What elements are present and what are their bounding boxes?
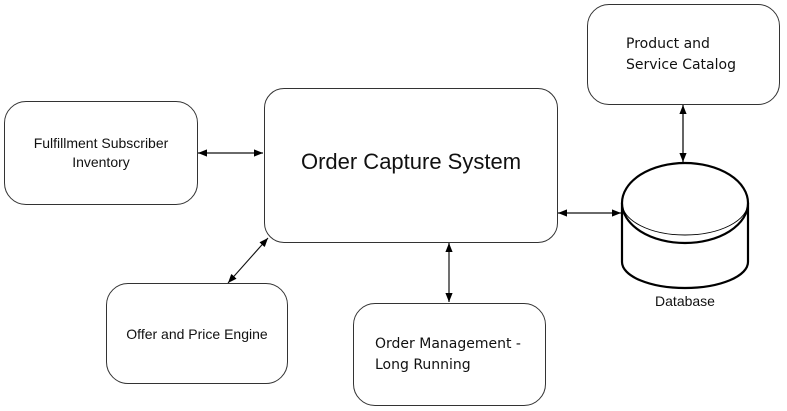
node-label: Offer and Price Engine	[126, 325, 268, 342]
node-label: Order Management - Long Running	[375, 336, 521, 373]
edge-offer-price-order-capture	[227, 237, 269, 284]
database-cylinder-icon	[620, 161, 750, 290]
node-fulfillment-subscriber-inventory: Fulfillment Subscriber Inventory	[4, 101, 198, 205]
node-product-service-catalog: Product and Service Catalog	[587, 4, 780, 105]
node-order-capture-system: Order Capture System	[264, 88, 558, 243]
database-label: Database	[655, 293, 715, 309]
node-label: Order Capture System	[300, 148, 522, 174]
node-label: Product and Service Catalog	[626, 36, 736, 73]
node-offer-and-price-engine: Offer and Price Engine	[106, 283, 288, 384]
node-label: Fulfillment Subscriber Inventory	[33, 135, 169, 170]
node-order-management: Order Management - Long Running	[353, 303, 546, 406]
